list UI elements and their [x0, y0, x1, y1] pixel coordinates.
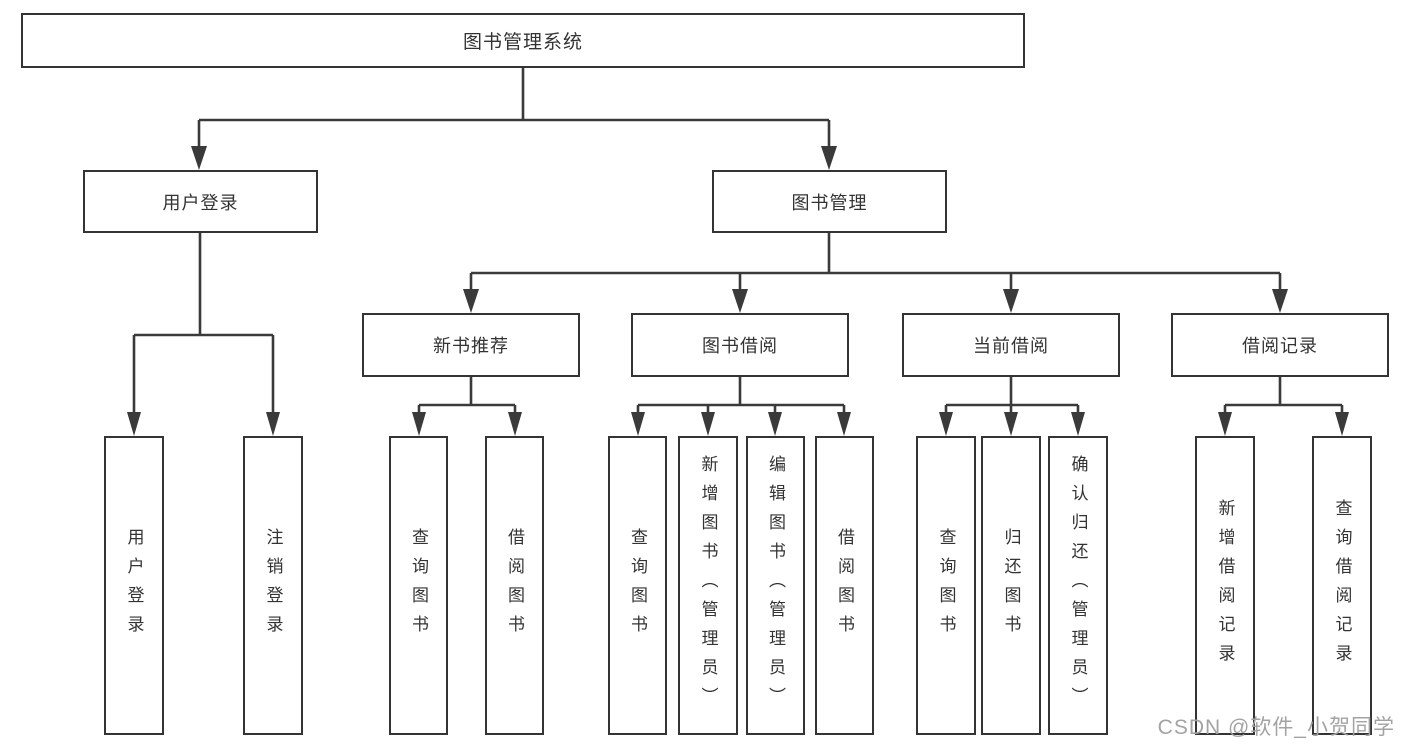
leaf-user-login: 用户登录 [104, 436, 164, 735]
node-user-login: 用户登录 [83, 170, 318, 233]
leaf-bb-query-book: 查询图书 [608, 436, 667, 735]
leaf-cb-confirm-return-admin: 确认归还（管理员） [1048, 436, 1108, 735]
node-label: 图书管理系统 [462, 32, 583, 53]
leaf-br-query-record: 查询借阅记录 [1312, 436, 1372, 735]
node-library-management-system: 图书管理系统 [21, 13, 1025, 68]
leaf-bb-edit-book-admin: 编辑图书（管理员） [746, 436, 805, 735]
leaf-cb-query-book: 查询图书 [916, 436, 976, 735]
node-book-management: 图书管理 [712, 170, 947, 233]
node-label: 新增图书（管理员） [698, 455, 718, 716]
node-label: 图书借阅 [702, 336, 778, 356]
node-label: 借阅图书 [505, 527, 524, 644]
node-borrowing-records: 借阅记录 [1171, 313, 1389, 377]
node-label: 当前借阅 [973, 336, 1049, 356]
node-label: 查询图书 [409, 527, 428, 644]
node-label: 查询图书 [936, 527, 956, 644]
node-label: 归还图书 [1001, 527, 1021, 644]
node-label: 注销登录 [263, 527, 283, 644]
leaf-logout: 注销登录 [243, 436, 303, 735]
leaf-cb-return-book: 归还图书 [981, 436, 1041, 735]
node-label: 确认归还（管理员） [1068, 455, 1088, 716]
leaf-br-add-record: 新增借阅记录 [1195, 436, 1255, 735]
node-new-book-recommend: 新书推荐 [362, 313, 580, 377]
node-current-borrowing: 当前借阅 [902, 313, 1120, 377]
node-label: 借阅记录 [1242, 336, 1318, 356]
node-label: 新增借阅记录 [1215, 498, 1235, 673]
node-label: 编辑图书（管理员） [766, 455, 785, 716]
node-label: 借阅图书 [835, 527, 854, 644]
csdn-watermark: CSDN @软件_小贺同学 [1157, 716, 1395, 739]
node-label: 新书推荐 [433, 336, 509, 356]
leaf-nbr-query-book: 查询图书 [389, 436, 448, 735]
leaf-bb-borrow-book: 借阅图书 [815, 436, 874, 735]
node-label: 图书管理 [791, 192, 868, 213]
node-label: 用户登录 [124, 527, 144, 644]
node-label: 查询图书 [628, 527, 647, 644]
leaf-bb-add-book-admin: 新增图书（管理员） [678, 436, 738, 735]
node-book-borrowing: 图书借阅 [631, 313, 849, 377]
node-label: 查询借阅记录 [1332, 498, 1352, 673]
leaf-nbr-borrow-book: 借阅图书 [485, 436, 544, 735]
node-label: 用户登录 [162, 192, 239, 213]
